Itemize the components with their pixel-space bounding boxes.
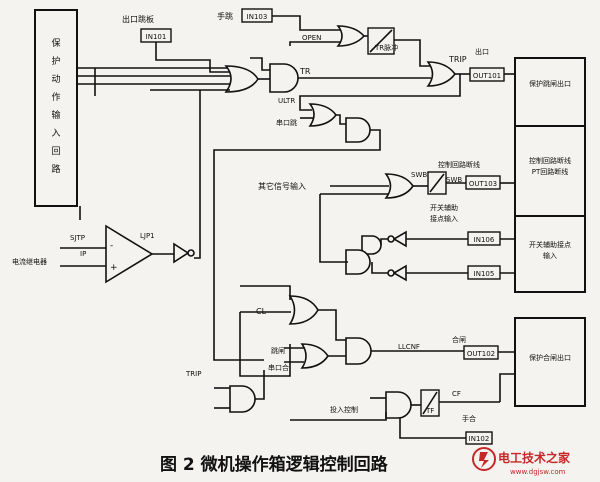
manual-trip-label: 手跳	[217, 11, 233, 21]
comparator	[105, 224, 154, 284]
not-gate-comparator-bubble	[187, 249, 195, 257]
and-gate-aux-2	[345, 249, 371, 275]
watermark-logo-icon	[472, 447, 496, 471]
out-trip-board-label: 出口跳板	[122, 14, 154, 24]
panel-trip-output-label: 保护跳闸出口	[529, 79, 571, 88]
out102-text: OUT102	[467, 350, 495, 358]
trip-label: TRIP	[448, 55, 467, 64]
trip-in-label: TRIP	[185, 370, 201, 378]
or-gate-open	[336, 25, 366, 47]
tr-label: TR	[299, 67, 311, 76]
and-gate-tr	[269, 63, 299, 93]
tr-pulse-text: TR脉冲	[374, 43, 398, 52]
and-gate-ultr	[345, 117, 371, 143]
in101-text: IN101	[146, 33, 167, 41]
or-gate-trip	[426, 61, 457, 87]
close-label: 合闸	[452, 335, 466, 344]
in102-text: IN102	[469, 435, 490, 443]
not-gate-in106-bubble	[387, 235, 395, 243]
panel-close-output	[514, 317, 586, 407]
watermark-url: www.dgjsw.com	[510, 468, 566, 476]
bolt-icon	[479, 452, 489, 468]
tf-pulse-diagonal	[422, 391, 438, 415]
panel-aux-contact-label: 开关辅助接点输入	[529, 240, 571, 260]
panel-close-output-label: 保护合闸出口	[529, 353, 571, 362]
and-gate-aux-1	[361, 235, 382, 255]
protection-input-label: 保护动作输入回路	[51, 37, 60, 175]
watermark: 电工技术之家 www.dgjsw.com	[472, 447, 571, 476]
cl-trip-label: 跳闸	[271, 346, 285, 355]
open-label: OPEN	[302, 34, 321, 42]
or-gate-swb	[384, 173, 414, 199]
close-ctrl-label: 投入控制	[330, 405, 358, 414]
tf-text: TF	[425, 407, 434, 415]
watermark-title: 电工技术之家	[498, 450, 571, 465]
swb-pulse-diagonal	[429, 173, 445, 193]
ljp1-label: LJP1	[140, 232, 155, 240]
ctrl-break-label: 控制回路断线	[438, 160, 480, 169]
comparator-minus: -	[110, 241, 113, 251]
out101-text: OUT101	[473, 72, 501, 80]
swbx-label: SWB	[446, 176, 462, 184]
or-gate-ultr	[308, 103, 337, 127]
in105-text: IN105	[474, 270, 495, 278]
and-gate-close	[345, 337, 372, 365]
cf-label: CF	[452, 390, 461, 398]
and-gate-close-ctrl	[385, 391, 412, 419]
not-gate-in106	[392, 230, 407, 248]
or-gate-close	[300, 343, 329, 369]
wires	[60, 15, 515, 439]
out-trip-label: 出口	[475, 47, 489, 56]
ip-label: IP	[80, 250, 86, 258]
current-relay-label: 电流继电器	[12, 257, 47, 266]
tr-pulse-diagonal	[369, 29, 393, 53]
ultr-label: ULTR	[278, 97, 295, 105]
or-gate-protection	[224, 65, 259, 93]
not-gate-in105	[392, 264, 407, 282]
swb-label: SWB	[411, 171, 427, 179]
not-gate-in105-bubble	[387, 269, 395, 277]
in106-text: IN106	[474, 236, 495, 244]
out103-text: OUT103	[469, 180, 497, 188]
switch-aux-label-1: 开关辅助	[430, 203, 458, 212]
other-signal-label: 其它信号输入	[258, 181, 306, 191]
serial-trip-label: 串口跳	[276, 118, 297, 127]
and-gate-trip-lower	[229, 385, 256, 413]
not-gate-comparator	[173, 242, 190, 264]
in103-text: IN103	[247, 13, 268, 21]
manual-close-label: 手合	[462, 414, 476, 423]
comparator-plus: +	[110, 263, 118, 273]
or-gate-cl	[288, 295, 319, 325]
panel-trip-output	[514, 57, 586, 127]
switch-aux-label-2: 接点输入	[430, 214, 458, 223]
figure-caption: 图 2 微机操作箱逻辑控制回路	[160, 454, 389, 475]
panel-aux-contact	[514, 215, 586, 293]
llcnf-label: LLCNF	[398, 343, 420, 351]
sjtp-label: SJTP	[70, 234, 85, 242]
protection-input-panel	[34, 9, 78, 207]
serial-close-label: 串口合	[268, 363, 289, 372]
